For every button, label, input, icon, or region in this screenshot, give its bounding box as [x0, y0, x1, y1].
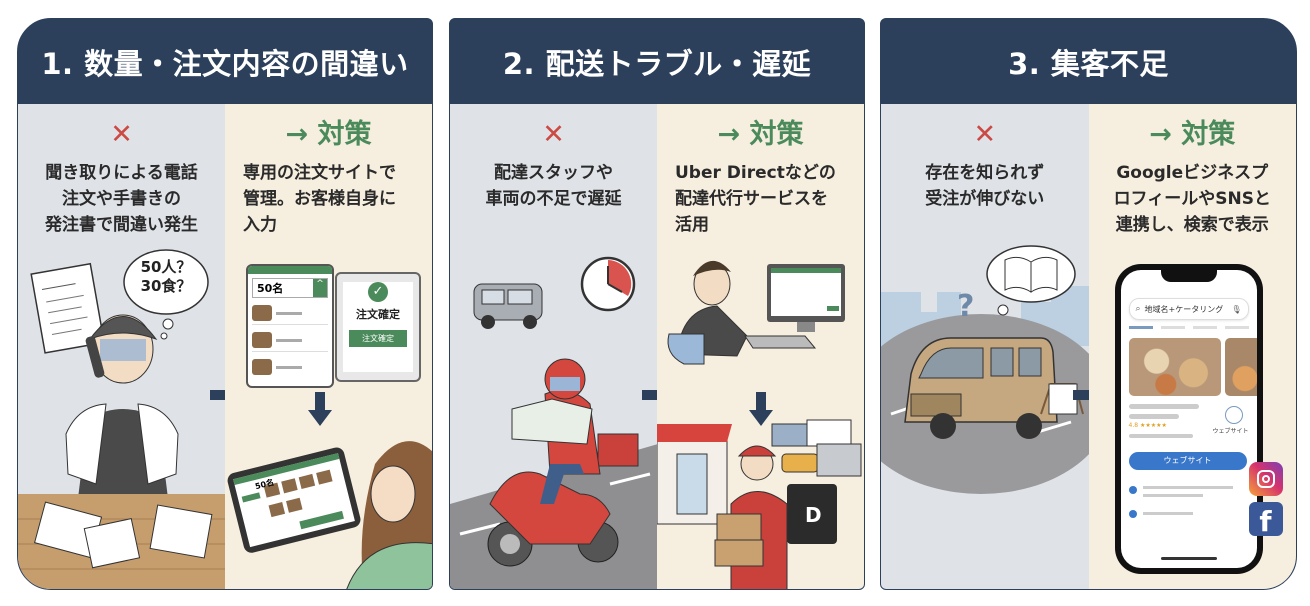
- problem-text: 配達スタッフや 車両の不足で遅延: [485, 163, 622, 209]
- search-bar[interactable]: ⌕ 地域名+ケータリング 🎙: [1128, 298, 1249, 320]
- instagram-icon[interactable]: [1248, 462, 1283, 496]
- problem-column: ✕ 配達スタッフや 車両の不足で遅延: [450, 104, 676, 589]
- problem-column: ✕ 存在を知られず 受注が伸びない ?: [881, 104, 1107, 589]
- rating: 4.8 ★★★★★: [1128, 422, 1167, 429]
- solution-column: → 対策 専用の注文サイトで 管理。お客様自身に 入力 50名 ^: [225, 104, 432, 589]
- panel-delivery-trouble: 2. 配送トラブル・遅延 ✕ 配達スタッフや 車両の不足で遅延: [449, 18, 865, 590]
- facebook-small-icon: [1128, 510, 1137, 518]
- x-mark-icon: ✕: [973, 119, 997, 150]
- confirm-order-button[interactable]: 注文確定: [349, 330, 407, 347]
- panel-title: 2. 配送トラブル・遅延: [450, 19, 864, 104]
- solution-column: → 対策 Googleビジネスプ ロフィールやSNSと 連携し、検索で表示 ⌕ …: [1088, 104, 1297, 589]
- solution-heading: → 対策: [717, 119, 804, 150]
- panel-customer-acquisition: 3. 集客不足 ✕ 存在を知られず 受注が伸びない: [880, 18, 1297, 590]
- phone-order-illustration: 50人？ 30食？: [18, 244, 244, 589]
- arrow-down-icon: [308, 392, 332, 426]
- online-order-illustration: 50名 ^ ✓ 注文確定 注文確定: [225, 244, 432, 589]
- thought-bubble: 50人？ 30食？: [140, 258, 192, 295]
- website-globe-icon[interactable]: [1224, 406, 1243, 424]
- solution-column: → 対策 Uber Directなどの 配達代行サービスを 活用: [657, 104, 864, 589]
- x-mark-icon: ✕: [542, 119, 565, 150]
- order-confirm-mockup: ✓ 注文確定 注文確定: [335, 272, 421, 382]
- solution-text: Uber Directなどの 配達代行サービスを 活用: [675, 163, 836, 235]
- order-form-mockup: 50名 ^: [246, 264, 334, 388]
- food-photo: [1224, 338, 1257, 396]
- facebook-icon[interactable]: f: [1248, 502, 1283, 536]
- svg-text:?: ?: [957, 289, 974, 324]
- panel-order-mistakes: 1. 数量・注文内容の間違い ✕ 聞き取りによる電話 注文や手書きの 発注書で間…: [17, 18, 433, 590]
- website-link[interactable]: ウェブサイト: [1212, 428, 1249, 435]
- book-icon: [1004, 256, 1058, 293]
- problem-text: 聞き取りによる電話 注文や手書きの 発注書で間違い発生: [45, 163, 198, 235]
- solution-heading: → 対策: [1149, 119, 1236, 150]
- problem-column: ✕ 聞き取りによる電話 注文や手書きの 発注書で間違い発生: [18, 104, 244, 589]
- smartphone-search-illustration: ⌕ 地域名+ケータリング 🎙 4.8 ★★★★★: [1089, 244, 1297, 589]
- panel-title: 1. 数量・注文内容の間違い: [18, 19, 432, 104]
- svg-text:D: D: [805, 503, 822, 527]
- panel-title: 3. 集客不足: [881, 19, 1296, 104]
- arrow-down-icon: [749, 392, 773, 426]
- solution-heading: → 対策: [285, 119, 372, 150]
- x-mark-icon: ✕: [110, 119, 133, 150]
- scooter-delay-illustration: [450, 244, 676, 589]
- problem-text: 存在を知られず 受注が伸びない: [925, 163, 1045, 209]
- website-button[interactable]: ウェブサイト: [1128, 452, 1247, 470]
- solution-text: Googleビジネスプ ロフィールやSNSと 連携し、検索で表示: [1113, 163, 1271, 235]
- check-circle-icon: ✓: [368, 282, 388, 302]
- search-icon: ⌕: [1135, 304, 1141, 314]
- food-photo: [1128, 338, 1221, 396]
- van-icon: [473, 283, 543, 329]
- unknown-business-illustration: ?: [881, 244, 1107, 589]
- smartphone-mockup: ⌕ 地域名+ケータリング 🎙 4.8 ★★★★★: [1114, 264, 1263, 574]
- solution-text: 専用の注文サイトで 管理。お客様自身に 入力: [243, 163, 396, 235]
- delivery-service-illustration: D: [657, 244, 864, 589]
- clock-icon: [580, 256, 636, 312]
- microphone-icon[interactable]: 🎙: [1231, 304, 1242, 314]
